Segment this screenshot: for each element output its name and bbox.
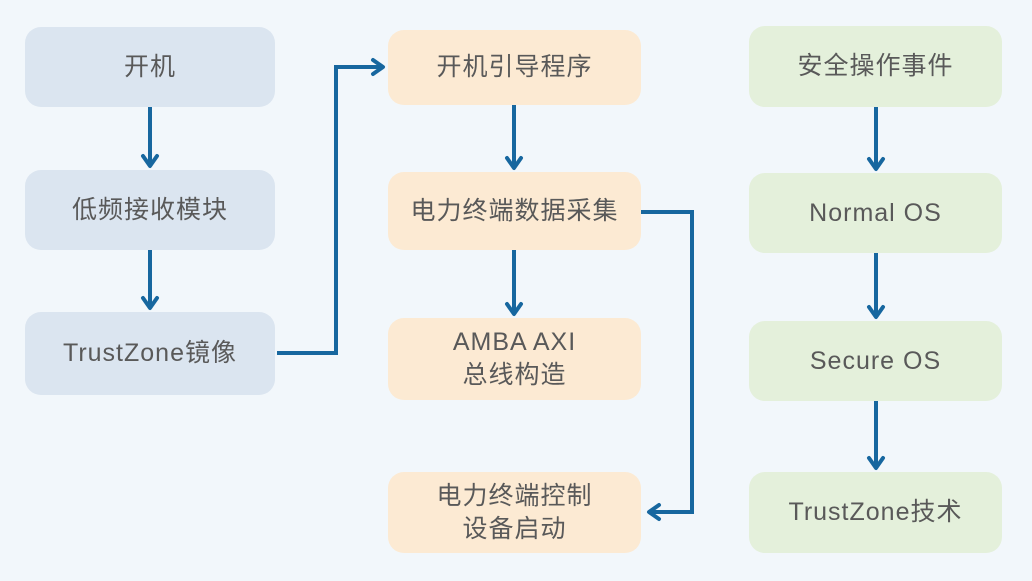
node-secure-os: Secure OS xyxy=(749,321,1002,401)
node-low-freq-receiver: 低频接收模块 xyxy=(25,170,275,250)
node-trustzone-technology: TrustZone技术 xyxy=(749,472,1002,553)
edge-trustzone-image-to-boot-loader xyxy=(277,58,385,355)
node-trustzone-image: TrustZone镜像 xyxy=(25,312,275,395)
node-power-on: 开机 xyxy=(25,27,275,107)
node-normal-os: Normal OS xyxy=(749,173,1002,253)
node-security-operation-event: 安全操作事件 xyxy=(749,26,1002,107)
node-boot-loader: 开机引导程序 xyxy=(388,30,641,105)
node-power-control-device-start: 电力终端控制 设备启动 xyxy=(388,472,641,553)
node-amba-axi-bus: AMBA AXI 总线构造 xyxy=(388,318,641,400)
edge-power-data-collection-to-power-control-device-start xyxy=(641,210,694,521)
node-power-data-collection: 电力终端数据采集 xyxy=(388,172,641,250)
